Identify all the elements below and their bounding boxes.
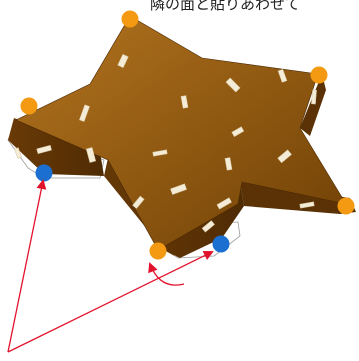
caption-text: 隣の面と貼りあわせて xyxy=(150,0,301,13)
star-side-left xyxy=(8,118,104,176)
vertex-marker-orange-lower-right xyxy=(337,197,355,215)
vertex-marker-orange-right xyxy=(310,66,328,84)
star-side-right xyxy=(240,182,356,214)
arrow-to-bottom-blue xyxy=(7,251,214,353)
guide-arrows xyxy=(7,179,214,353)
vertex-marker-orange-bottom xyxy=(149,242,167,260)
rotation-arc-arrow xyxy=(148,262,185,286)
sprinkles xyxy=(14,53,317,233)
vertex-marker-orange-top xyxy=(121,10,139,28)
arrow-to-left-blue xyxy=(7,179,47,353)
star-side-upper-right xyxy=(300,74,326,136)
star-top-face xyxy=(15,15,347,251)
vertex-marker-blue-left xyxy=(35,164,53,182)
vertex-marker-orange-left xyxy=(20,97,38,115)
vertex-marker-blue-bottom xyxy=(212,235,230,253)
